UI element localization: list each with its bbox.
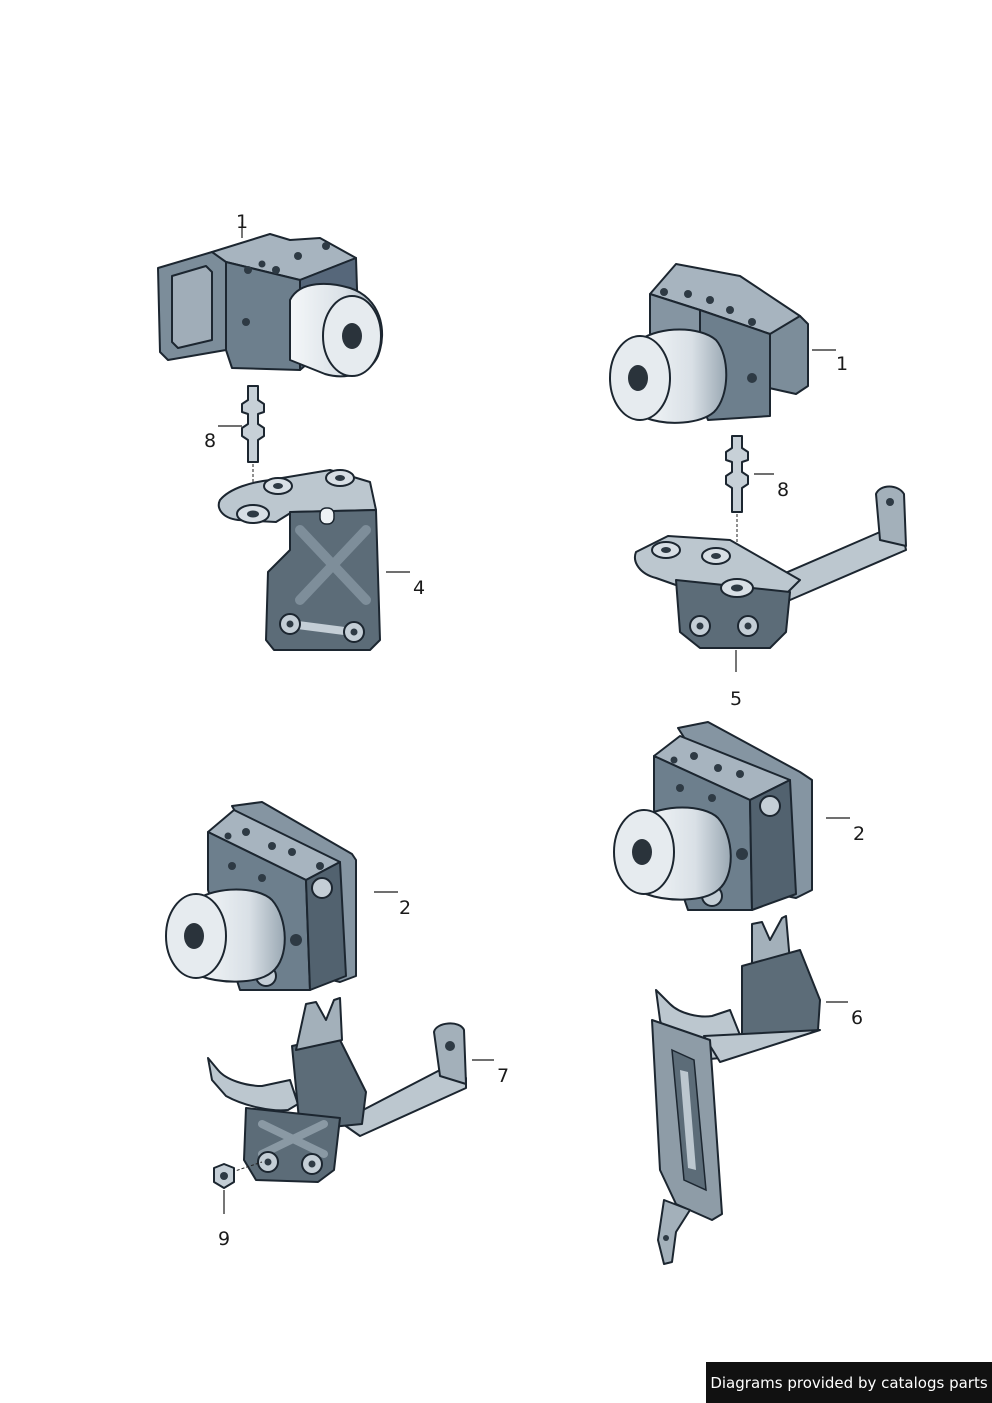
abs-unit-2-right (613, 721, 813, 911)
bracket-6 (651, 915, 821, 1265)
bolt-8-left (241, 385, 265, 463)
abs-unit-1-left (157, 233, 384, 378)
callout-1-top-right: 1 (836, 353, 848, 375)
nut-9 (213, 1163, 235, 1189)
callout-2-bottom-left: 2 (399, 897, 411, 919)
footer-credit: Diagrams provided by catalogs parts (706, 1362, 992, 1403)
callout-8-top-left: 8 (204, 430, 216, 452)
leader-lines (218, 222, 850, 1214)
callout-8-top-right: 8 (777, 479, 789, 501)
bracket-7 (207, 997, 467, 1183)
callout-5: 5 (730, 688, 742, 710)
bracket-5 (634, 485, 907, 649)
callout-1-top-left: 1 (236, 211, 248, 233)
callout-7: 7 (497, 1065, 509, 1087)
abs-unit-2-left (165, 801, 357, 991)
callout-9: 9 (218, 1228, 230, 1250)
callout-2-bottom-right: 2 (853, 823, 865, 845)
abs-unit-1-right (609, 263, 809, 424)
callout-6: 6 (851, 1007, 863, 1029)
bolt-8-right (725, 435, 749, 513)
bracket-4 (217, 469, 381, 651)
footer-credit-text: Diagrams provided by catalogs parts (710, 1373, 988, 1392)
callout-4: 4 (413, 577, 425, 599)
